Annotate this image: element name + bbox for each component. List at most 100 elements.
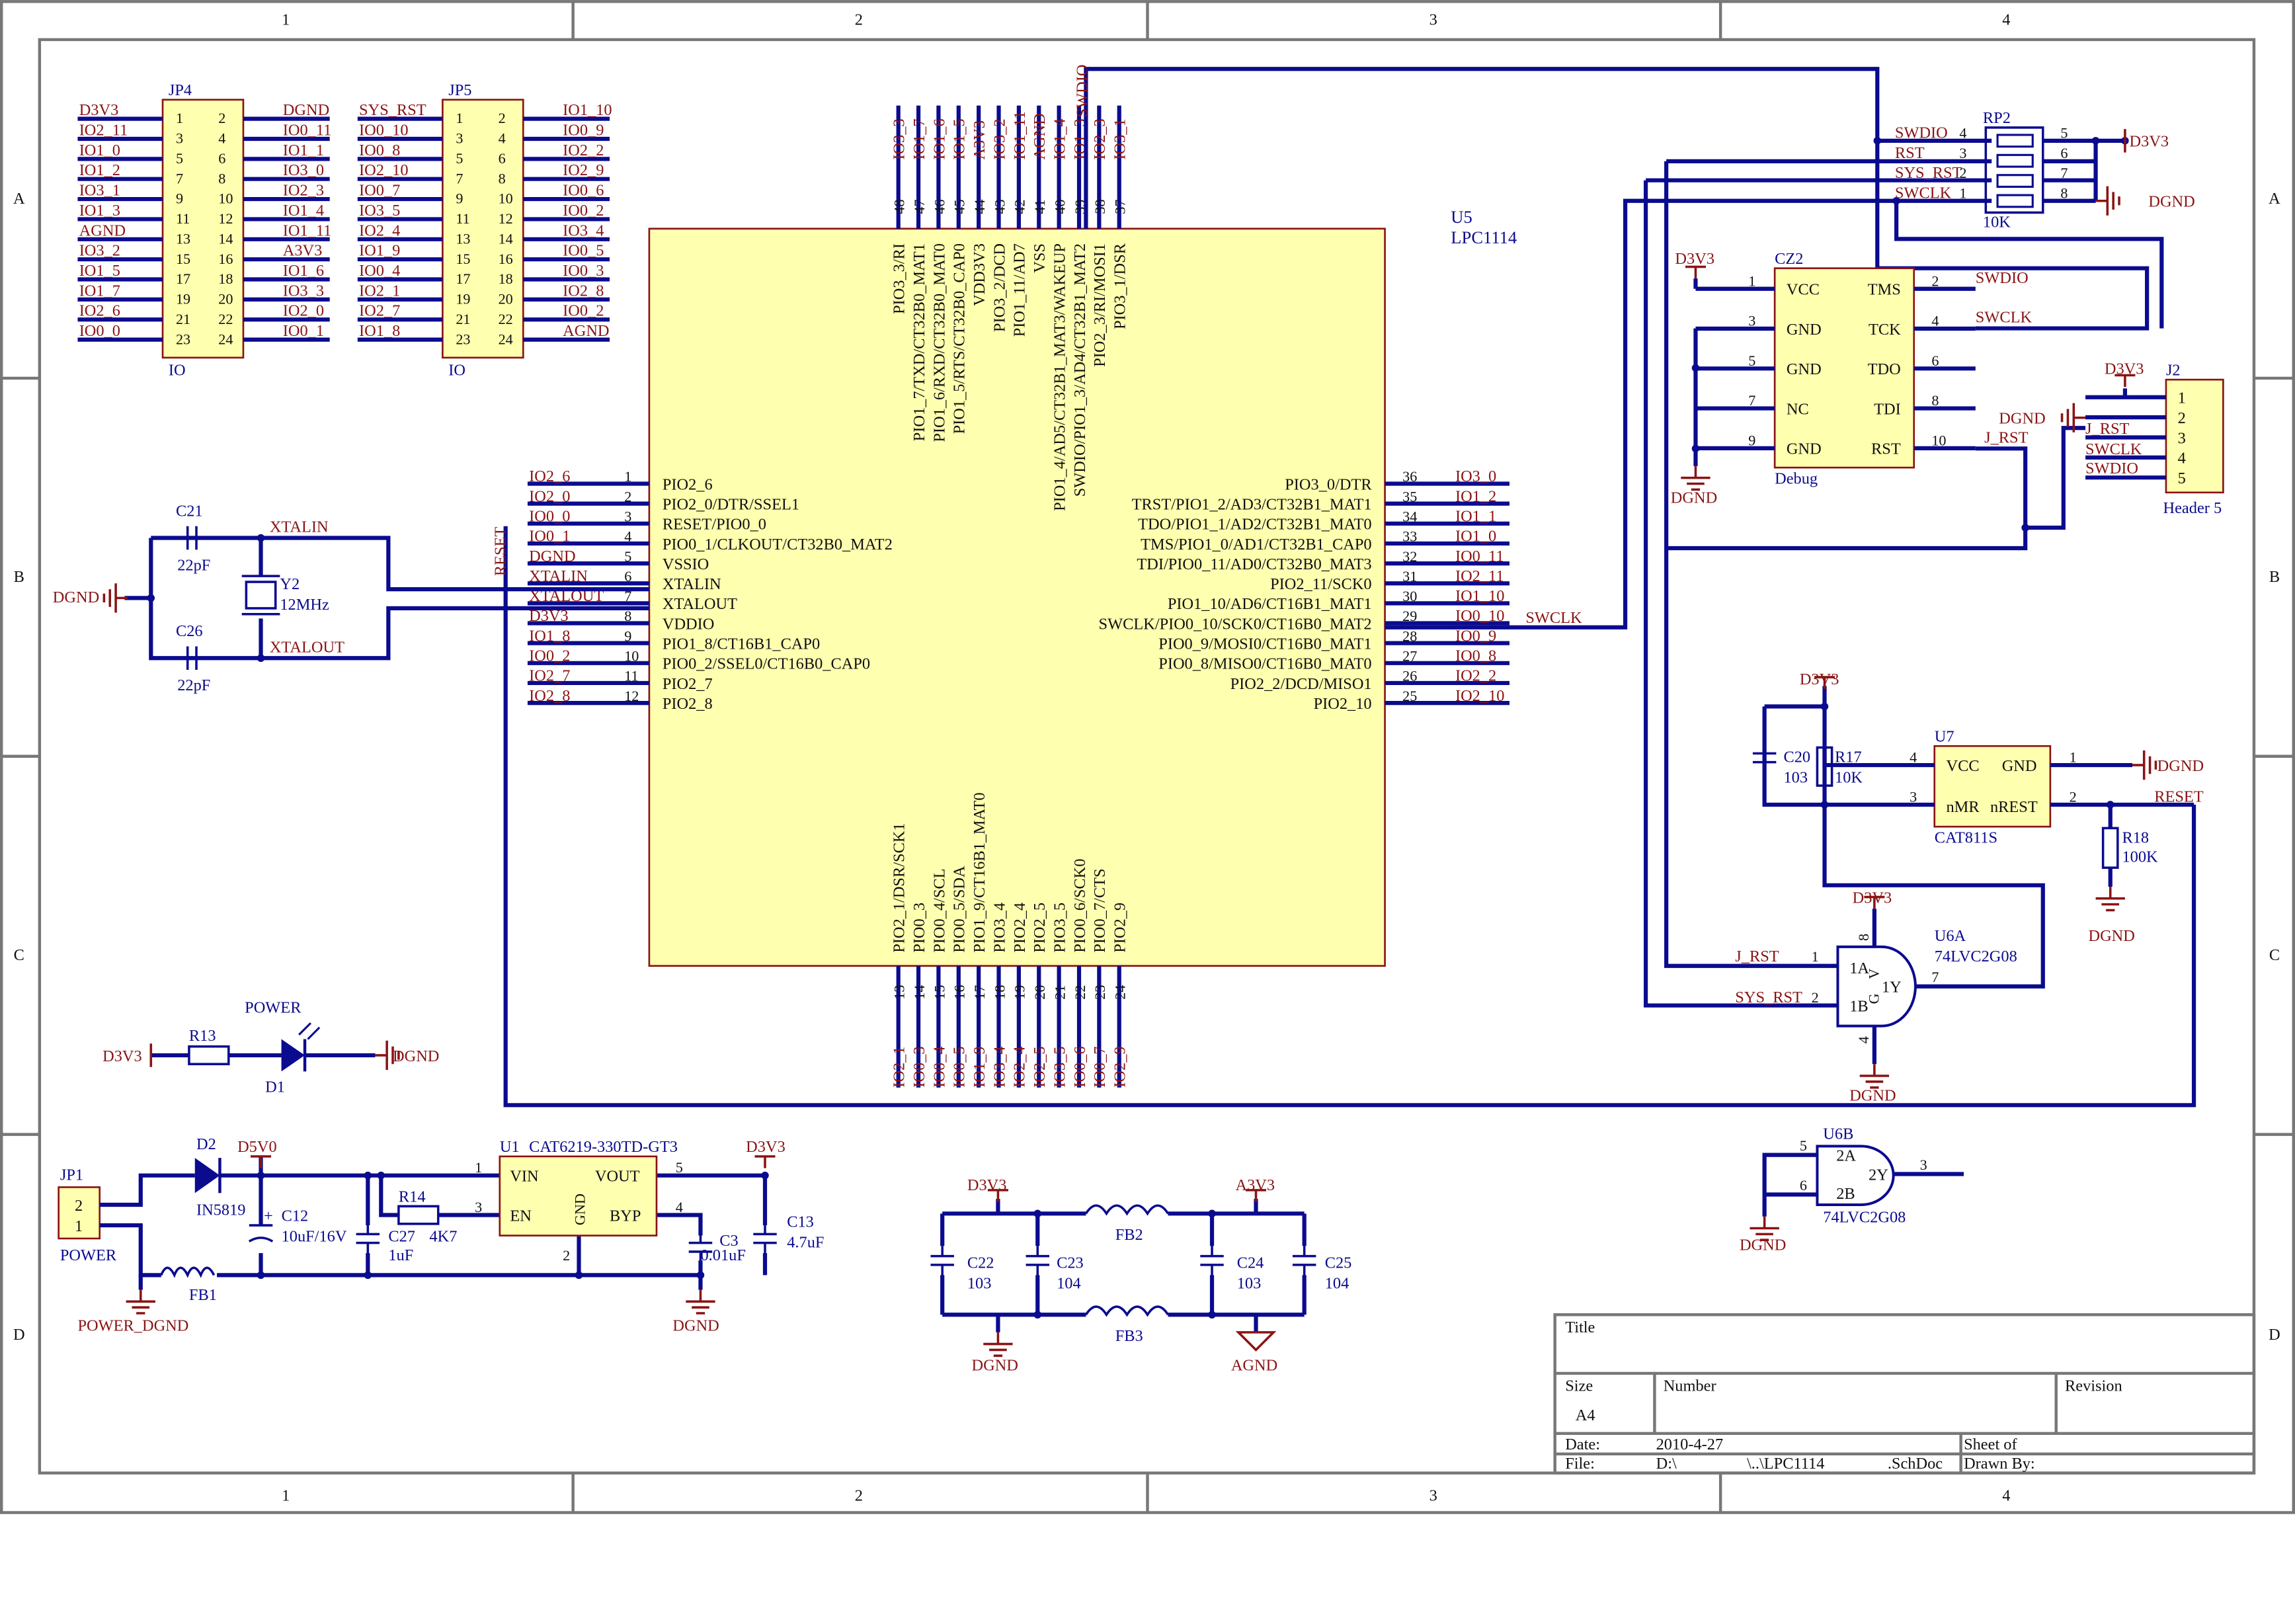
- jp5-net-left: IO2_10: [359, 161, 408, 179]
- c26-ref: C26: [176, 622, 203, 640]
- u5-top-pin-num: 44: [971, 200, 988, 214]
- u5-right-pin-num: 32: [1402, 548, 1417, 565]
- u6a-pin7: 7: [1931, 969, 1939, 985]
- u6b-2b-pin: 2B: [1836, 1185, 1855, 1203]
- r13-ref: R13: [189, 1027, 216, 1045]
- c12-value: 10uF/16V: [282, 1227, 347, 1245]
- u6a-name: 74LVC2G08: [1935, 948, 2017, 965]
- jp1-pin1: 1: [75, 1217, 83, 1235]
- jp5-net-right: AGND: [563, 322, 609, 340]
- u5-left-pin-name: PIO2_0/DTR/SSEL1: [663, 496, 799, 514]
- u5-right-pin-num: 29: [1402, 608, 1417, 624]
- filter-d3v3-net: D3V3: [967, 1176, 1007, 1194]
- u5-right-pin-name: TRST/PIO1_2/AD3/CT32B1_MAT1: [1132, 496, 1372, 514]
- u5-left-pin-num: 4: [624, 528, 631, 545]
- u5-top-pin-num: 38: [1092, 200, 1108, 214]
- u5-top-pin-name: PIO1_7/TXD/CT32B0_MAT1: [910, 243, 928, 441]
- jp4-net-right: IO2_3: [283, 182, 324, 200]
- jp5-pin-right: 24: [499, 331, 513, 347]
- u5-bottom-pin-name: PIO0_6/SCK0: [1071, 859, 1089, 953]
- xtalout-net: XTALOUT: [270, 638, 344, 656]
- u5-right-net: IO0_9: [1455, 627, 1496, 645]
- d2-ref: D2: [196, 1135, 216, 1153]
- u5-left-pin-num: 5: [624, 548, 631, 565]
- swdio-net: SWDIO: [1074, 65, 1092, 118]
- reset-net-u5: RESET: [492, 527, 510, 577]
- jp4-pin-right: 8: [218, 170, 225, 186]
- u5-bottom-pin-num: 14: [911, 985, 928, 1000]
- power-supply-circuit: JP1 POWER 2 1 D2 IN5819 FB1 + C12 10uF/1…: [58, 1135, 824, 1335]
- c23-ref: C23: [1057, 1254, 1084, 1272]
- u5-bottom-net: IO2_5: [1031, 1046, 1049, 1087]
- jp4-pin-right: 16: [218, 251, 233, 267]
- frame-row-left-B: B: [14, 568, 24, 586]
- u7-dgnd-net: DGND: [2157, 757, 2204, 775]
- u5-name: LPC1114: [1451, 227, 1517, 247]
- u5-bottom-pin-name: PIO2_9: [1111, 903, 1129, 953]
- cz2-left-num: 1: [1748, 272, 1755, 289]
- u5-right-pin-num: 33: [1402, 528, 1417, 545]
- jp4-net-right: IO1_6: [283, 262, 324, 280]
- u7-name: CAT811S: [1935, 829, 1997, 847]
- u5-left-pin-name: PIO2_8: [663, 695, 713, 713]
- u6b-dgnd-net: DGND: [1740, 1237, 1786, 1254]
- u5-top-pin-num: 45: [951, 200, 968, 214]
- u6a-jrst-net: J_RST: [1735, 948, 1779, 965]
- u5-right-pin-num: 27: [1402, 647, 1417, 664]
- c13-ref: C13: [787, 1213, 814, 1231]
- jp4-pin-right: 2: [218, 110, 225, 126]
- c24-ref: C24: [1237, 1254, 1264, 1272]
- u5-top-pin-num: 48: [891, 200, 908, 214]
- u5-right-pin-name: PIO3_0/DTR: [1285, 475, 1372, 493]
- u7-ref: U7: [1935, 728, 1954, 746]
- u5-right-pin-name: PIO1_10/AD6/CT16B1_MAT1: [1168, 595, 1372, 613]
- cz2-right-num: 8: [1931, 392, 1939, 409]
- u5-left-net: DGND: [529, 548, 575, 565]
- jp5-pin-right: 18: [499, 270, 513, 287]
- cz2-left-num: 9: [1748, 432, 1755, 448]
- jp4-net-right: IO1_11: [283, 222, 332, 239]
- u5-left-pin-num: 1: [624, 468, 631, 485]
- u6a-pin4: 4: [1855, 1036, 1872, 1043]
- date-value: 2010-4-27: [1656, 1436, 1724, 1453]
- jp5-net-right: IO0_9: [563, 121, 604, 139]
- jp5-pin-right: 2: [499, 110, 506, 126]
- jp5-pin-right: 16: [499, 251, 513, 267]
- y2-ref: Y2: [280, 575, 300, 593]
- cz2-left-num: 7: [1748, 392, 1755, 409]
- u5-bottom-pin-num: 16: [951, 985, 968, 1000]
- rp2-value: 10K: [1983, 214, 2011, 231]
- u1-byp-pin: BYP: [610, 1207, 641, 1225]
- u5-right-pin-name: PIO2_10: [1314, 695, 1372, 713]
- frame-col-top-2: 2: [855, 11, 863, 29]
- j2-jrst-net: J_RST: [2085, 420, 2129, 438]
- u5-top-net: AGND: [1031, 113, 1049, 159]
- u5-left-net: IO0_1: [529, 528, 570, 546]
- c3-value: 0.01uF: [700, 1246, 745, 1264]
- u5-top-pin-name: PIO3_3/RI: [891, 243, 908, 314]
- u5-bottom-pin-name: PIO0_4/SCL: [930, 868, 948, 952]
- u6a-dgnd-net: DGND: [1849, 1087, 1896, 1105]
- cz2-right-pin: RST: [1871, 440, 1901, 458]
- jp5-pin-left: 19: [456, 291, 470, 307]
- rp2-pin-left: 1: [1959, 185, 1966, 202]
- power-led-circuit: D3V3 DGND R13 D1 POWER: [102, 999, 439, 1096]
- jp4-net-right: IO1_4: [283, 202, 324, 220]
- jp1-pin2: 2: [75, 1197, 83, 1215]
- led-d3v3-net: D3V3: [102, 1047, 142, 1065]
- rp2-net: SWCLK: [1895, 184, 1952, 202]
- u5-top-pin-name: PIO2_3/RI/MOSI1: [1091, 243, 1109, 367]
- swclk-net: SWCLK: [1525, 609, 1582, 627]
- u5-right-pin-name: TDO/PIO1_1/AD2/CT32B1_MAT0: [1138, 516, 1371, 534]
- u5-right-pin-name: PIO2_2/DCD/MISO1: [1230, 675, 1372, 693]
- jp4-pin-left: 19: [176, 291, 190, 307]
- rp2-net: SWDIO: [1895, 124, 1948, 142]
- power-out-dgnd-net: DGND: [672, 1317, 719, 1335]
- u5-left-net: XTALIN: [529, 567, 588, 585]
- size-label: Size: [1565, 1377, 1593, 1395]
- j2-swdio-net: SWDIO: [2085, 460, 2138, 477]
- jp5-net-right: IO0_2: [563, 202, 604, 220]
- jp5-pin-right: 20: [499, 291, 513, 307]
